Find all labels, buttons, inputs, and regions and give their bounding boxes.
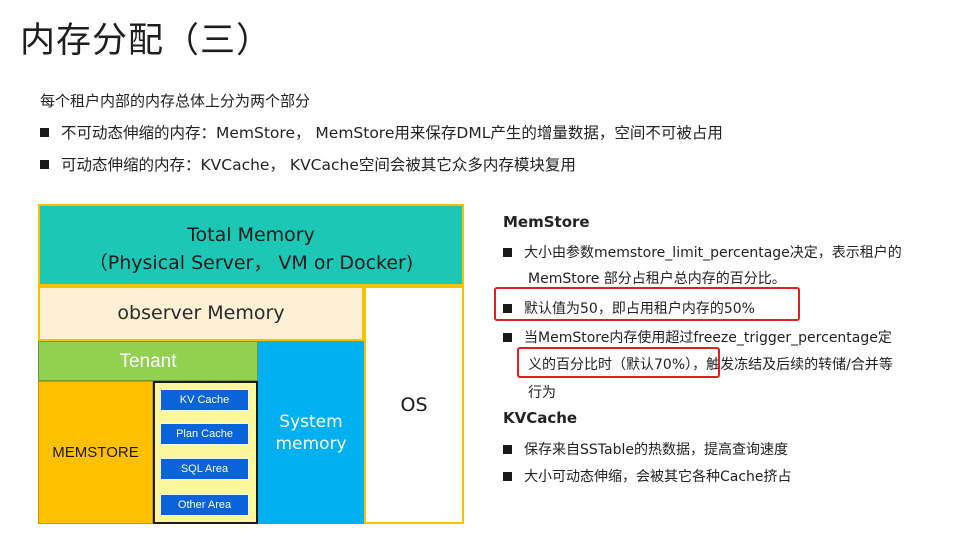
bullet-text: 默认值为50，即占用租户内存的50% <box>524 301 755 317</box>
highlight-box-default-50 <box>494 287 800 321</box>
memstore-bullet-3: 当MemStore内存使用超过freeze_trigger_percentage… <box>503 327 892 347</box>
observer-memory-label: observer Memory <box>117 302 285 324</box>
kv-cache-block: KV Cache <box>160 389 249 411</box>
kvcache-heading: KVCache <box>503 409 578 427</box>
os-box: OS <box>364 286 464 524</box>
kvcache-bullet-2: 大小可动态伸缩，会被其它各种Cache挤占 <box>503 466 792 486</box>
bullet-text-highlighted: 义的百分比时（默认70%）， <box>528 357 707 373</box>
system-memory-box: System memory <box>258 341 364 524</box>
bullet-square-icon <box>503 333 512 342</box>
bullet-square-icon <box>40 160 49 169</box>
kvcache-bullet-1: 保存来自SSTable的热数据，提高查询速度 <box>503 439 788 459</box>
total-memory-box: Total Memory （Physical Server， VM or Doc… <box>38 204 464 286</box>
memstore-bullet-3-cont2: 行为 <box>528 385 556 401</box>
bullet-text: 大小可动态伸缩，会被其它各种Cache挤占 <box>524 469 792 485</box>
total-memory-sublabel: （Physical Server， VM or Docker) <box>88 252 414 274</box>
total-memory-label: Total Memory <box>187 224 315 246</box>
page-title: 内存分配（三） <box>20 21 273 61</box>
memstore-box: MEMSTORE <box>38 381 153 524</box>
bullet-square-icon <box>503 472 512 481</box>
bullet-text: 可动态伸缩的内存：KVCache， KVCache空间会被其它众多内存模块复用 <box>61 156 576 174</box>
highlight-box-default-70 <box>517 347 720 378</box>
bullet-square-icon <box>503 445 512 454</box>
memstore-label: MEMSTORE <box>52 444 139 461</box>
cache-column: KV Cache Plan Cache SQL Area Other Area <box>153 381 258 524</box>
bullet-square-icon <box>503 304 512 313</box>
bullet-square-icon <box>40 128 49 137</box>
sql-area-block: SQL Area <box>160 458 249 480</box>
intro-text: 每个租户内部的内存总体上分为两个部分 <box>40 92 311 110</box>
tenant-box: Tenant <box>38 341 258 381</box>
os-label: OS <box>400 394 428 416</box>
bullet-text: 不可动态伸缩的内存：MemStore， MemStore用来保存DML产生的增量… <box>61 124 723 142</box>
observer-memory-box: observer Memory <box>38 286 364 341</box>
memstore-bullet-2: 默认值为50，即占用租户内存的50% <box>503 298 755 318</box>
tenant-label: Tenant <box>119 351 177 372</box>
bullet-text: 大小由参数memstore_limit_percentage决定，表示租户的 <box>524 245 902 261</box>
memstore-heading: MemStore <box>503 213 590 231</box>
memstore-bullet-1-cont: MemStore 部分占租户总内存的百分比。 <box>528 271 786 287</box>
plan-cache-block: Plan Cache <box>160 423 249 445</box>
bullet-text: 保存来自SSTable的热数据，提高查询速度 <box>524 442 788 458</box>
bullet-memstore: 不可动态伸缩的内存：MemStore， MemStore用来保存DML产生的增量… <box>40 121 723 143</box>
bullet-text: 当MemStore内存使用超过freeze_trigger_percentage… <box>524 330 892 346</box>
memstore-bullet-3-cont: 义的百分比时（默认70%），触发冻结及后续的转储/合并等 <box>528 354 893 374</box>
memstore-bullet-1: 大小由参数memstore_limit_percentage决定，表示租户的 <box>503 242 902 262</box>
system-memory-line2: memory <box>275 434 347 454</box>
other-area-block: Other Area <box>160 494 249 516</box>
bullet-kvcache: 可动态伸缩的内存：KVCache， KVCache空间会被其它众多内存模块复用 <box>40 153 576 175</box>
bullet-square-icon <box>503 248 512 257</box>
bullet-text: 触发冻结及后续的转储/合并等 <box>706 357 893 373</box>
system-memory-label: System memory <box>258 411 364 455</box>
system-memory-line1: System <box>279 412 343 432</box>
